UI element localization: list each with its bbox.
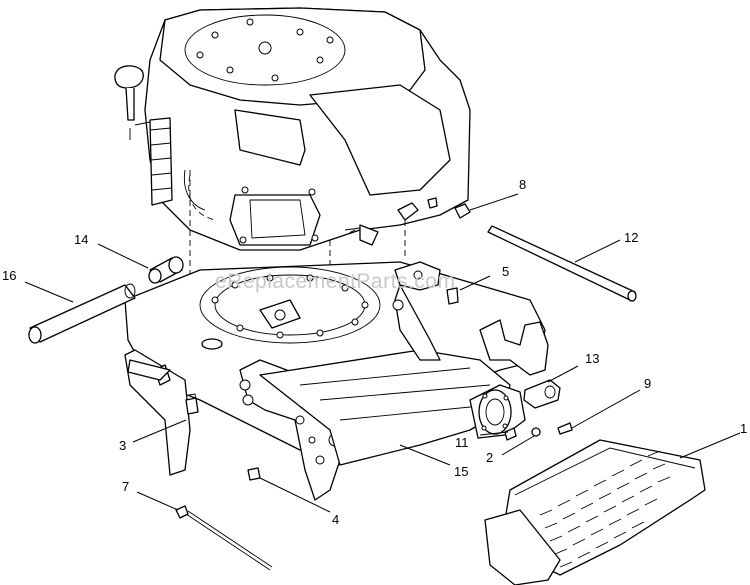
leader-lines: [24, 193, 741, 513]
callout-13: 13: [585, 351, 599, 366]
engine-assembly: [114, 7, 471, 251]
callout-14: 14: [74, 232, 88, 247]
callout-16: 16: [2, 268, 16, 283]
callout-4: 4: [332, 512, 339, 527]
part-14-fitting: [148, 256, 184, 284]
mower-frame: [124, 261, 549, 501]
part-1-heat-shield: [484, 439, 706, 585]
part-3-bolt: [185, 393, 199, 415]
part-4-bolt: [247, 467, 261, 481]
callout-11: 11: [455, 435, 469, 450]
part-7-cable-tie: [175, 505, 273, 571]
part-5-bolt: [446, 287, 459, 305]
callout-7: 7: [122, 479, 129, 494]
part-8-nut: [454, 203, 471, 219]
callout-1: 1: [740, 421, 747, 436]
callout-8: 8: [519, 177, 526, 192]
callout-9: 9: [644, 376, 651, 391]
callout-12: 12: [624, 230, 638, 245]
part-11-pin: [504, 427, 517, 441]
part-13-spacer: [523, 379, 561, 409]
watermark-text: eReplacementParts.com: [215, 270, 455, 293]
callout-2: 2: [486, 450, 493, 465]
part-9-screw: [557, 422, 573, 435]
part-2-washer: [531, 427, 541, 437]
part-12-rod: [487, 225, 637, 302]
callout-5: 5: [502, 264, 509, 279]
callout-3: 3: [119, 438, 126, 453]
callout-15: 15: [454, 464, 468, 479]
part-16-rod: [28, 283, 136, 344]
